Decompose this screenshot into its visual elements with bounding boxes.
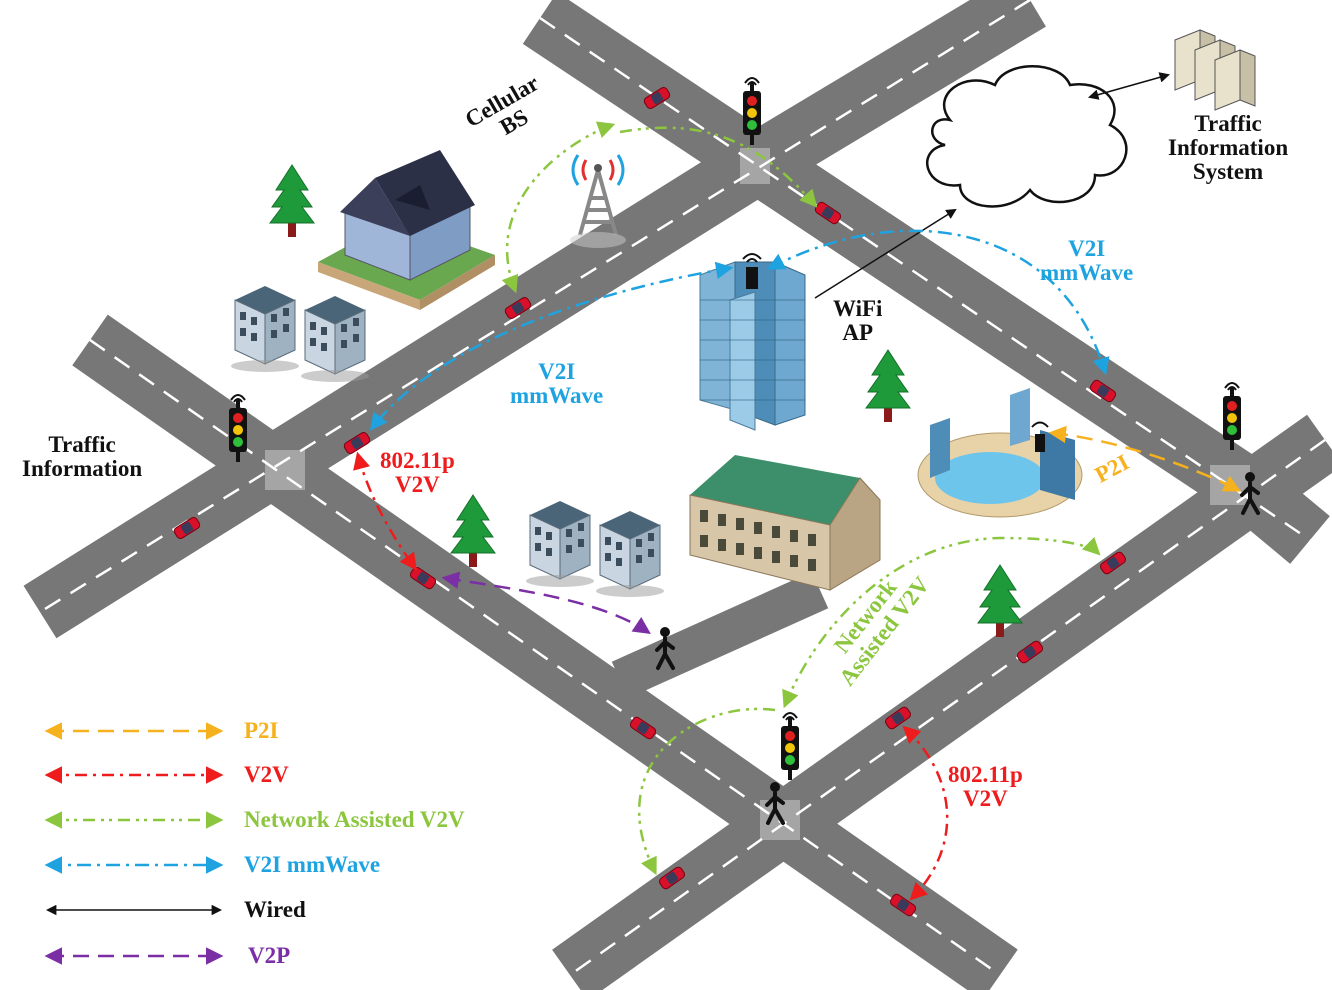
- cellular-tower-icon: [570, 155, 626, 248]
- v2i-right-label: V2I mmWave: [1040, 237, 1133, 285]
- traffic-info-system-label: Traffic Information System: [1168, 112, 1288, 184]
- legend-label-wired: Wired: [244, 897, 306, 923]
- legend-label-v2i: V2I mmWave: [244, 852, 380, 878]
- v2v-left-label: 802.11p V2V: [380, 449, 455, 497]
- wired-link: [1090, 75, 1168, 97]
- skyscraper: [700, 254, 805, 430]
- v2i-left-line-1: V2I: [510, 360, 603, 384]
- v2i-right-line-1: V2I: [1040, 237, 1133, 261]
- wifi-ap-label: WiFi AP: [833, 297, 882, 345]
- office-building: [690, 455, 880, 590]
- traffic-info-line-1: Traffic: [22, 433, 142, 457]
- traffic-light-icon: [743, 78, 761, 145]
- tis-line-2: Information: [1168, 136, 1288, 160]
- tree-icon: [866, 350, 910, 422]
- stadium-pool: [918, 388, 1082, 517]
- legend: [48, 731, 220, 956]
- tree-icon: [451, 495, 495, 567]
- apartment-building-icon: [301, 296, 369, 382]
- server-icon: [1175, 30, 1255, 110]
- wifi-ap-line-1: WiFi: [833, 297, 882, 321]
- traffic-light-icon: [781, 713, 799, 780]
- traffic-light-icon: [1223, 383, 1241, 450]
- v2i-left-line-2: mmWave: [510, 384, 603, 408]
- apartment-building-icon: [231, 286, 299, 372]
- tis-line-1: Traffic: [1168, 112, 1288, 136]
- legend-label-p2i: P2I: [244, 718, 279, 744]
- tis-line-3: System: [1168, 160, 1288, 184]
- v2i-left-label: V2I mmWave: [510, 360, 603, 408]
- v2v-right-line-1: 802.11p: [948, 763, 1023, 787]
- house: [318, 150, 495, 310]
- v2i-right-line-2: mmWave: [1040, 261, 1133, 285]
- v2v-right-label: 802.11p V2V: [948, 763, 1023, 811]
- v2v-left-line-2: V2V: [380, 473, 455, 497]
- road-network: [40, 0, 1325, 975]
- traffic-info-line-2: Information: [22, 457, 142, 481]
- apartment-building-icon: [526, 501, 594, 587]
- v2v-left-line-1: 802.11p: [380, 449, 455, 473]
- internet-cloud-icon: [927, 66, 1126, 206]
- legend-label-v2p: V2P: [248, 943, 290, 969]
- v2v-right-line-2: V2V: [948, 787, 1023, 811]
- traffic-info-left-label: Traffic Information: [22, 433, 142, 481]
- apartment-building-icon: [596, 511, 664, 597]
- legend-label-network-assisted: Network Assisted V2V: [244, 807, 465, 833]
- legend-label-v2v: V2V: [244, 762, 289, 788]
- wifi-ap-line-2: AP: [833, 321, 882, 345]
- tree-icon: [270, 165, 314, 237]
